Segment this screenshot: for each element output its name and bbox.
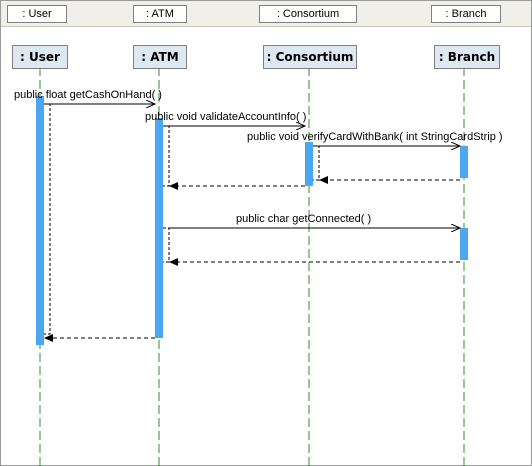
activation-user <box>36 96 44 345</box>
lifeline-box-atm[interactable]: : ATM <box>133 45 187 69</box>
header-tab-atm[interactable]: : ATM <box>133 5 187 23</box>
activation-atm <box>155 118 163 338</box>
message-label-validateaccountinfo: public void validateAccountInfo( ) <box>145 111 307 123</box>
activation-outline-user <box>44 103 51 335</box>
activation-outline-atm-2 <box>163 227 170 263</box>
lifeline-box-user[interactable]: : User <box>12 45 68 69</box>
activation-branch-2 <box>460 228 468 260</box>
header-tab-branch[interactable]: : Branch <box>431 5 501 23</box>
lifeline-box-branch[interactable]: : Branch <box>434 45 500 69</box>
message-label-getconnected: public char getConnected( ) <box>236 213 372 225</box>
message-label-getcashonhand: public float getCashOnHand( ) <box>14 89 162 101</box>
lifeline-header-bar: : User : ATM : Consortium : Branch <box>1 1 531 27</box>
lifeline-box-consortium[interactable]: : Consortium <box>263 45 357 69</box>
header-tab-consortium[interactable]: : Consortium <box>259 5 357 23</box>
activation-outline-atm-1 <box>163 125 170 187</box>
activation-consortium <box>305 142 313 186</box>
message-label-verifycardwithbank: public void verifyCardWithBank( int Stri… <box>247 131 503 143</box>
activation-branch-1 <box>460 146 468 178</box>
activation-outline-consortium <box>313 145 320 181</box>
header-tab-user[interactable]: : User <box>7 5 67 23</box>
